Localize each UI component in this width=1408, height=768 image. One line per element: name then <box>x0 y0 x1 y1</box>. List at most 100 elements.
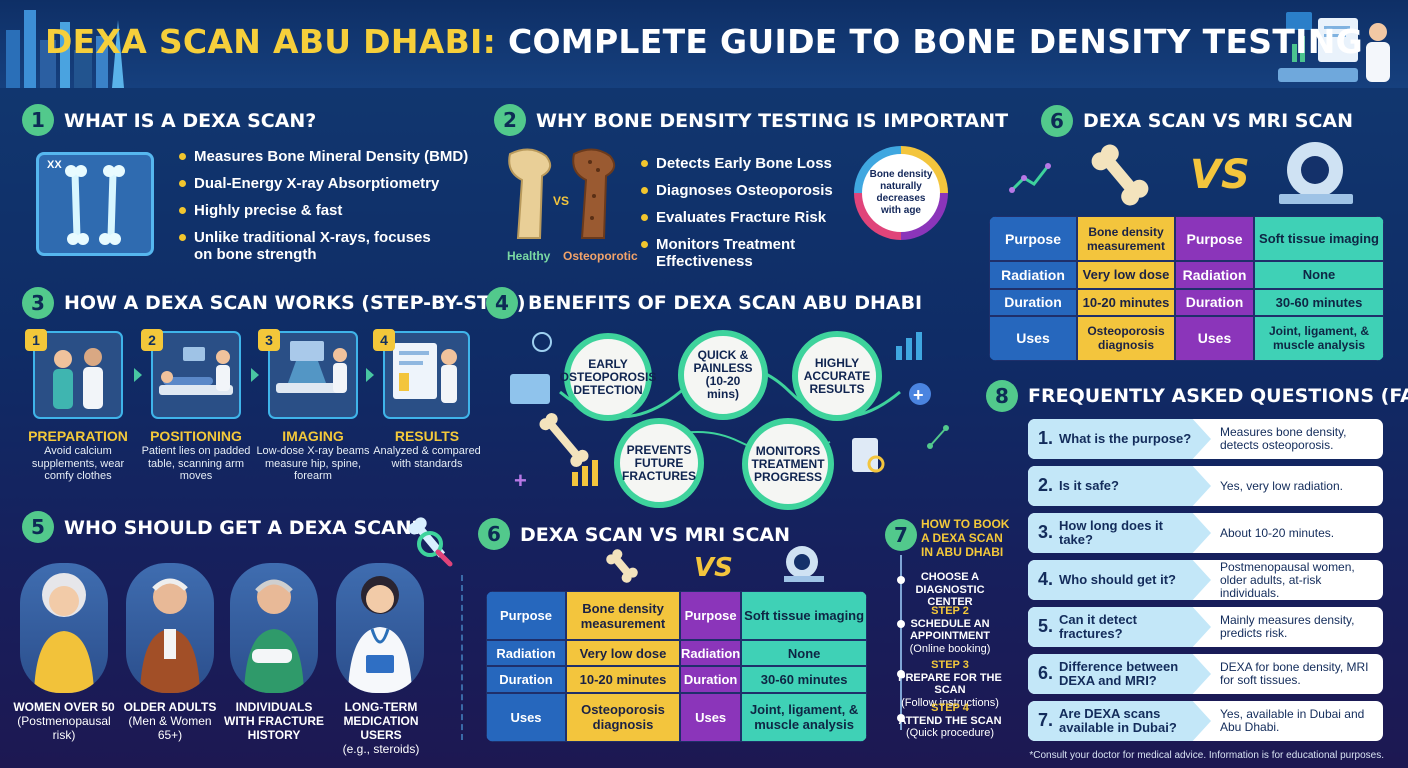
person2-detail: (Men & Women 65+) <box>128 714 212 742</box>
dexa-value: Bone density measurement <box>1077 216 1175 262</box>
booking-step3-main: PREPARE FOR THE SCAN <box>898 671 1002 697</box>
step-positioning-card <box>151 331 241 419</box>
booking-step2-main: SCHEDULE AN APPOINTMENT <box>909 617 991 643</box>
faq-question: Can it detect fractures? <box>1059 612 1138 641</box>
booking-step-1: CHOOSE A DIAGNOSTIC CENTER <box>895 571 1005 609</box>
step2-title: POSITIONING <box>150 428 242 444</box>
mri-value: Joint, ligament, & muscle analysis <box>741 692 867 742</box>
divider <box>461 575 463 740</box>
step-arrow-icon <box>366 368 374 382</box>
section6b-title: DEXA SCAN VS MRI SCAN <box>520 524 791 546</box>
faq-number: 2. <box>1038 475 1054 495</box>
faq-item-7[interactable]: 7.Are DEXA scans available in Dubai?Yes,… <box>1028 701 1383 741</box>
person4-label: LONG-TERM MEDICATION USERS(e.g., steroid… <box>325 700 437 756</box>
bones-icon <box>65 165 125 245</box>
healthy-label: Healthy <box>507 249 551 263</box>
step-preparation-card <box>33 331 123 419</box>
svg-text:+: + <box>514 468 527 493</box>
section6-title: DEXA SCAN VS MRI SCAN <box>1083 110 1354 132</box>
booking-step4-sub: (Quick procedure) <box>905 727 995 739</box>
section3-number: 3 <box>22 287 54 319</box>
booking-step3-sub: (Follow instructions) <box>901 696 999 709</box>
age-badge-text: Bone density naturally decreases with ag… <box>862 154 940 232</box>
section4-number: 4 <box>486 287 518 319</box>
row-label: Uses <box>989 315 1077 361</box>
faq-item-5[interactable]: 5.Can it detect fractures? Mainly measure… <box>1028 607 1383 647</box>
row-label: Uses <box>1175 315 1254 361</box>
step-arrow-icon <box>134 368 142 382</box>
line-chart-icon <box>1009 163 1051 193</box>
step-imaging-card <box>268 331 358 419</box>
faq-question: Are DEXA scans available in Dubai? <box>1059 706 1177 735</box>
faq-item-3[interactable]: 3.How long does it take?About 10-20 minu… <box>1028 513 1383 553</box>
faq-item-2[interactable]: 2.Is it safe?Yes, very low radiation. <box>1028 466 1383 506</box>
footer-disclaimer: *Consult your doctor for medical advice.… <box>1029 750 1384 761</box>
mri-value: 30-60 minutes <box>1254 288 1384 316</box>
section8-number: 8 <box>986 380 1018 412</box>
elderly-man-illustration <box>140 578 200 693</box>
mri-value: None <box>1254 261 1384 289</box>
bone-comparison-icon <box>508 148 616 239</box>
row-label: Duration <box>1175 288 1254 316</box>
mri-machine-icon <box>1279 142 1353 204</box>
s1-bullet-3: Highly precise & fast <box>179 202 474 219</box>
benefit-prevents-fractures: PREVENTS FUTURE FRACTURES <box>614 418 704 508</box>
faq-answer: Postmenopausal women, older adults, at-r… <box>1220 560 1355 600</box>
faq-question: Difference between DEXA and MRI? <box>1059 659 1179 688</box>
row-label: Uses <box>486 692 566 742</box>
doctor-woman-illustration <box>348 576 412 693</box>
booking-step1-main: CHOOSE A DIAGNOSTIC CENTER <box>915 571 985 608</box>
benefit-quick-painless: QUICK & PAINLESS (10-20 mins) <box>678 330 768 420</box>
row-label: Purpose <box>1175 216 1254 262</box>
section5-number: 5 <box>22 511 54 543</box>
row-label: Radiation <box>989 261 1077 289</box>
section3-title: HOW A DEXA SCAN WORKS (STEP-BY-STEP) <box>64 292 526 314</box>
benefit-monitors-treatment: MONITORS TREATMENT PROGRESS <box>742 418 834 510</box>
dexa-value: Very low dose <box>566 640 680 667</box>
person3-name: INDIVIDUALS WITH FRACTURE HISTORY <box>224 700 324 742</box>
booking-step4-main: ATTEND THE SCAN <box>898 714 1002 727</box>
booking-step4-label: STEP 4 <box>931 702 969 714</box>
faq-answer: Mainly measures density, predicts risk. <box>1220 613 1355 640</box>
page-title: DEXA SCAN ABU DHABI: COMPLETE GUIDE TO B… <box>0 22 1408 61</box>
s1-bullet-2: Dual-Energy X-ray Absorptiometry <box>179 175 474 192</box>
step2-desc: Patient lies on padded table, scanning a… <box>141 445 251 482</box>
step4-desc: Analyzed & compared with standards <box>373 445 481 470</box>
title-part1: DEXA SCAN ABU DHABI: <box>44 22 497 61</box>
s2-bullet-2: Diagnoses Osteoporosis <box>641 182 856 199</box>
section2-number: 2 <box>494 104 526 136</box>
section6-number: 6 <box>1041 105 1073 137</box>
row-label: Radiation <box>486 640 566 667</box>
bone-icon <box>606 549 638 583</box>
faq-number: 5. <box>1038 616 1054 636</box>
scanner-arm-illustration <box>276 341 347 393</box>
doctor-with-charts-illustration <box>1278 12 1390 82</box>
dexa-value: Very low dose <box>1077 261 1175 289</box>
person1-detail: (Postmenopausal risk) <box>17 714 111 742</box>
booking-step3-label: STEP 3 <box>931 659 969 671</box>
vs-label-bottom: VS <box>694 553 733 583</box>
faq-item-6[interactable]: 6.Difference between DEXA and MRI?DEXA f… <box>1028 654 1383 694</box>
booking-step2-sub: (Online booking) <box>909 642 991 655</box>
age-badge: Bone density naturally decreases with ag… <box>854 146 948 240</box>
faq-item-1[interactable]: 1.What is the purpose?Measures bone dens… <box>1028 419 1383 459</box>
step1-desc: Avoid calcium supplements, wear comfy cl… <box>31 445 125 482</box>
faq-number: 4. <box>1038 569 1054 589</box>
step1-title: PREPARATION <box>28 428 128 444</box>
bone-magnifier-icon <box>408 517 453 567</box>
row-label: Purpose <box>486 591 566 641</box>
svg-text:+: + <box>913 385 924 405</box>
section7-number: 7 <box>885 519 917 551</box>
step3-title: IMAGING <box>282 428 344 444</box>
step2-number: 2 <box>141 329 163 351</box>
vs-label-top: VS <box>1190 152 1250 198</box>
faq-question: Is it safe? <box>1059 478 1119 493</box>
person-fracture-history <box>230 563 318 693</box>
faq-item-4[interactable]: 4.Who should get it?Postmenopausal women… <box>1028 560 1383 600</box>
person2-label: OLDER ADULTS(Men & Women 65+) <box>116 700 224 742</box>
elderly-woman-illustration <box>34 573 94 693</box>
section8-title: FREQUENTLY ASKED QUESTIONS (FAQs) <box>1028 385 1408 407</box>
